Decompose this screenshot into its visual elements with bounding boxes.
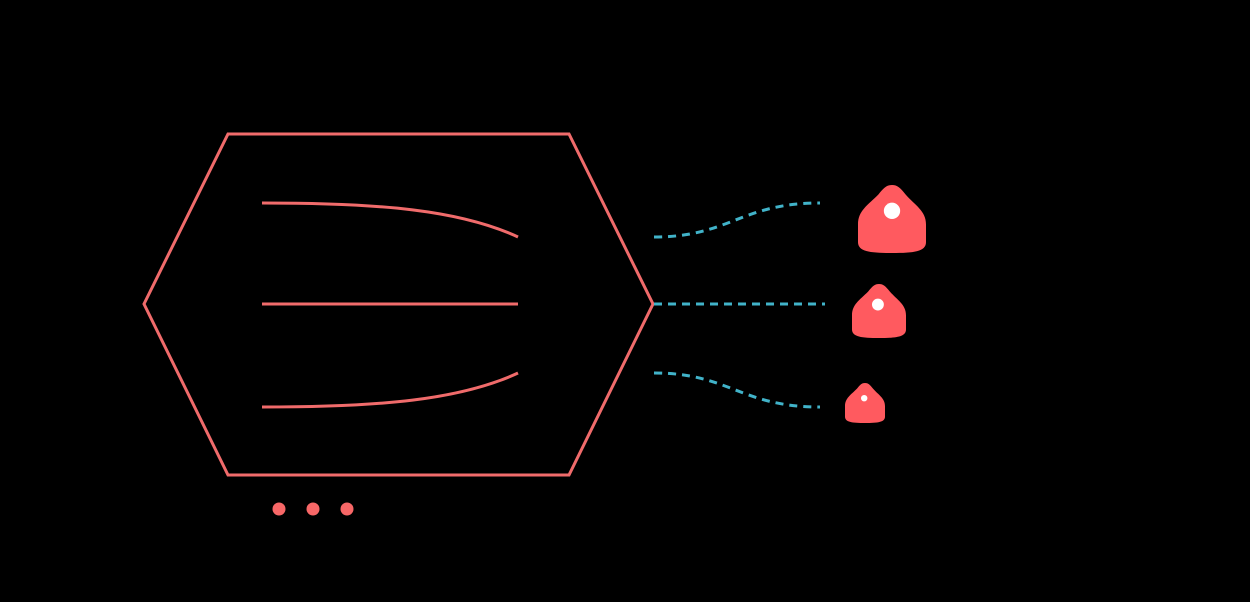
inner-line-bottom xyxy=(261,371,519,409)
inner-line-top xyxy=(261,201,519,239)
blob-node-medium xyxy=(852,284,906,338)
node-eye xyxy=(871,298,884,311)
node-eye xyxy=(861,395,868,402)
hexagon-icon xyxy=(142,132,655,477)
connector-top xyxy=(653,201,821,239)
node-eye xyxy=(883,202,901,219)
dot xyxy=(340,502,354,516)
blob-node-small xyxy=(845,383,885,423)
blob-node-large xyxy=(858,185,926,253)
connector-bottom xyxy=(653,371,821,409)
blob-node-icon-small xyxy=(845,383,885,423)
ellipsis-icon xyxy=(272,502,354,516)
blob-node-icon-medium xyxy=(852,284,906,338)
dot xyxy=(272,502,286,516)
dot xyxy=(306,502,320,516)
